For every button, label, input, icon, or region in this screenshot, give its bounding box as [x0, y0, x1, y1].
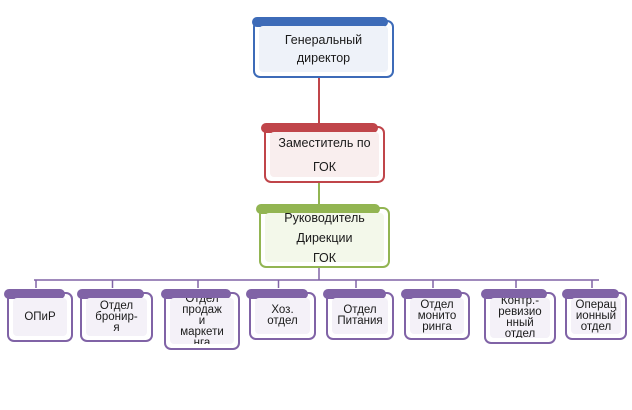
node-body: Отдел бронир- я: [86, 298, 147, 336]
connector-drops: [35, 280, 593, 288]
department-label: Отдел бронир- я: [95, 299, 138, 334]
department-label: Отдел Питания: [337, 304, 383, 327]
node-tab: [401, 289, 462, 299]
deputy-node: Заместитель по ГОК: [261, 123, 385, 183]
deputy-label: Заместитель по ГОК: [278, 135, 371, 174]
node-body: Генеральный директор: [259, 26, 388, 72]
node-body: Отдел продаж и маркети нга: [170, 298, 234, 344]
department-node-booking: Отдел бронир- я: [77, 289, 153, 342]
node-tab: [4, 289, 65, 299]
head-label: Руководитель Дирекции ГОК: [284, 213, 365, 262]
node-body: Заместитель по ГОК: [270, 132, 379, 177]
node-tab: [256, 204, 380, 214]
node-body: Отдел монито ринга: [410, 298, 464, 334]
general-director-node: Генеральный директор: [252, 17, 394, 78]
general-director-label: Генеральный директор: [284, 33, 363, 65]
node-body: Руководитель Дирекции ГОК: [265, 213, 384, 262]
head-node: Руководитель Дирекции ГОК: [256, 204, 390, 268]
node-tab: [77, 289, 144, 299]
department-label: Отдел монито ринга: [417, 298, 457, 333]
department-label: Контр.- ревизио нный отдел: [498, 298, 542, 338]
node-tab: [562, 289, 619, 299]
node-body: Контр.- ревизио нный отдел: [490, 298, 550, 338]
department-node-household: Хоз. отдел: [246, 289, 316, 340]
node-body: Отдел Питания: [332, 298, 388, 334]
department-node-sales-marketing: Отдел продаж и маркети нга: [161, 289, 240, 350]
department-node-monitoring: Отдел монито ринга: [401, 289, 470, 340]
department-node-audit: Контр.- ревизио нный отдел: [481, 289, 556, 344]
department-label: Отдел продаж и маркети нга: [180, 298, 224, 344]
node-tab: [261, 123, 378, 133]
node-tab: [252, 17, 388, 27]
node-tab: [481, 289, 547, 299]
node-body: Операц ионный отдел: [571, 298, 621, 334]
node-body: ОПиР: [13, 298, 67, 336]
node-tab: [161, 289, 231, 299]
department-label: Хоз. отдел: [267, 304, 298, 327]
node-body: Хоз. отдел: [255, 298, 310, 334]
node-tab: [323, 289, 386, 299]
department-label: ОПиР: [24, 310, 56, 323]
department-node-operations: Операц ионный отдел: [562, 289, 627, 340]
department-node-opir: ОПиР: [4, 289, 73, 342]
node-tab: [246, 289, 308, 299]
department-node-catering: Отдел Питания: [323, 289, 394, 340]
department-label: Операц ионный отдел: [575, 298, 617, 333]
